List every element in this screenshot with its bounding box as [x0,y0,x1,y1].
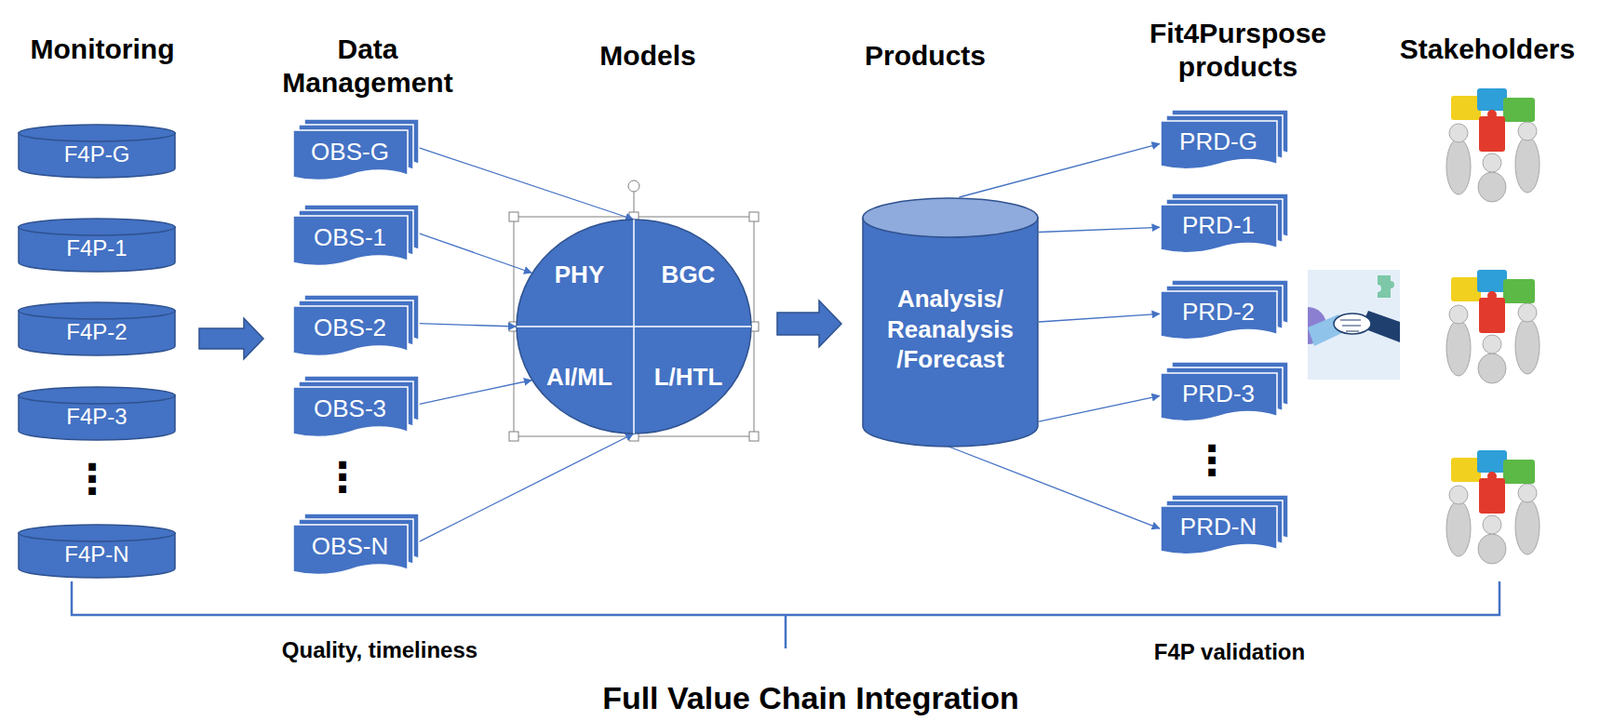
column-header: Stakeholders [1399,32,1575,67]
node-label: L/HTL [633,326,743,430]
document-sheet [1160,291,1278,340]
node-label: F4P-3 [66,403,127,431]
observation-stack: OBS-1 [293,204,419,269]
node-label: F4P-G [64,141,131,169]
ellipsis-mark: ⋮ [71,458,113,500]
node-label: F4P-2 [66,319,127,347]
node-label: PRD-N [1180,512,1257,542]
monitoring-cylinder: F4P-N [17,524,176,579]
bracket-label: F4P validation [1154,639,1305,667]
connector-arrow [418,233,533,274]
connector-arrow [948,446,1160,529]
cylinder-top [18,524,175,542]
product-stack: PRD-N [1160,495,1289,557]
observation-stack: OBS-N [293,513,419,578]
connector-arrow [418,380,533,405]
column-header: Models [599,39,696,73]
monitoring-cylinder: F4P-2 [17,301,176,356]
cylinder-body [862,217,1038,447]
node-label: OBS-N [311,532,389,562]
caption: Full Value Chain Integration [602,679,1020,718]
node-label: PRD-G [1179,127,1258,157]
cylinder-top [18,218,175,236]
stakeholder-icon [1446,88,1540,202]
connector-arrow [1038,313,1161,323]
product-cylinder: Analysis/ Reanalysis /Forecast [861,197,1039,447]
ellipsis-mark: ⋮ [322,457,364,498]
block-arrow [777,300,842,348]
document-sheet [293,387,408,438]
monitoring-cylinder: F4P-1 [17,217,176,272]
document-sheet [293,215,408,267]
cylinder-top [862,198,1038,238]
node-label: PRD-1 [1182,211,1255,241]
node-label: BGC [633,224,743,327]
document-sheet [293,130,408,181]
node-label: OBS-2 [313,313,387,343]
document-sheet [1160,506,1278,555]
node-label: F4P-N [64,541,129,569]
cylinder-top [18,302,175,320]
column-header: Monitoring [30,32,175,67]
ellipsis-mark: ⋮ [1191,440,1233,482]
connector-arrow [959,143,1161,198]
column-header: Data Management [269,32,466,100]
block-arrow [199,318,264,360]
document-sheet [1160,373,1278,422]
handshake-picture [1307,269,1400,380]
observation-stack: OBS-3 [293,376,419,440]
column-header: Fit4Purspose products [1126,16,1350,84]
document-sheet [293,306,408,357]
column-header: Products [864,39,986,73]
product-stack: PRD-1 [1160,193,1289,256]
node-label: PRD-3 [1182,379,1255,409]
connector-arrow [418,433,635,543]
model-circle: PHYBGCAI/MLL/HTL [515,218,753,435]
document-sheet [1160,204,1278,254]
connector-arrow [418,323,518,327]
node-label: OBS-1 [313,223,387,253]
node-outline [515,218,753,435]
product-stack: PRD-3 [1160,362,1289,424]
connector-arrow [1038,395,1161,422]
node-label: F4P-1 [66,235,127,263]
node-label: PHY [524,224,634,327]
node-label: AI/ML [524,326,634,430]
bracket-label: Quality, timeliness [282,637,478,665]
observation-stack: OBS-2 [293,295,419,359]
cylinder-top [18,387,175,404]
stakeholder-icon [1446,450,1540,565]
quadrant-divider [516,219,752,434]
document-sheet [293,524,408,576]
connector-arrow [1038,227,1161,232]
model-ellipse [516,219,752,434]
node-label: OBS-3 [313,394,387,424]
node-label: PRD-2 [1182,297,1255,327]
monitoring-cylinder: F4P-3 [17,386,176,441]
monitoring-cylinder: F4P-G [17,123,176,178]
connector-arrow [418,147,635,220]
selection-frame [509,180,759,442]
product-stack: PRD-G [1160,109,1289,172]
stakeholder-icon [1446,269,1540,384]
cylinder-top [18,124,175,142]
node-label: OBS-G [310,137,390,167]
observation-stack: OBS-G [293,119,419,183]
node-label: Analysis/ Reanalysis /Forecast [875,283,1025,376]
product-stack: PRD-2 [1160,280,1289,342]
document-sheet [1160,121,1278,170]
